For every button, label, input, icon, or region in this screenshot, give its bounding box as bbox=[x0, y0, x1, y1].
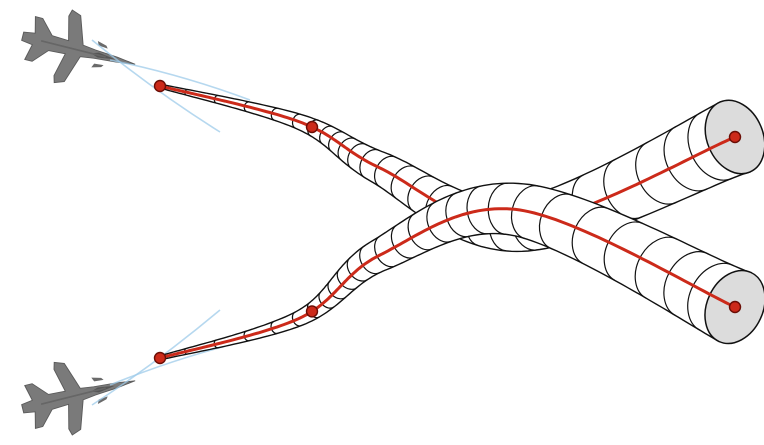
upper-aircraft bbox=[14, 0, 145, 101]
jet-fighter-icon bbox=[14, 0, 145, 101]
lower-aircraft bbox=[14, 344, 145, 445]
jet-fighter-icon bbox=[14, 344, 145, 445]
tube-layer bbox=[155, 81, 764, 364]
lower-trajectory-point bbox=[730, 302, 741, 313]
lower-tube bbox=[155, 183, 764, 363]
vapor-trails bbox=[92, 40, 250, 405]
upper-trajectory-point bbox=[307, 122, 318, 133]
lower-tube-body bbox=[160, 183, 752, 360]
lower-trajectory-point bbox=[155, 353, 166, 364]
upper-trajectory-point bbox=[730, 132, 741, 143]
lower-trajectory-point bbox=[307, 306, 318, 317]
upper-trajectory-point bbox=[155, 81, 166, 92]
aircraft-layer bbox=[14, 0, 145, 445]
